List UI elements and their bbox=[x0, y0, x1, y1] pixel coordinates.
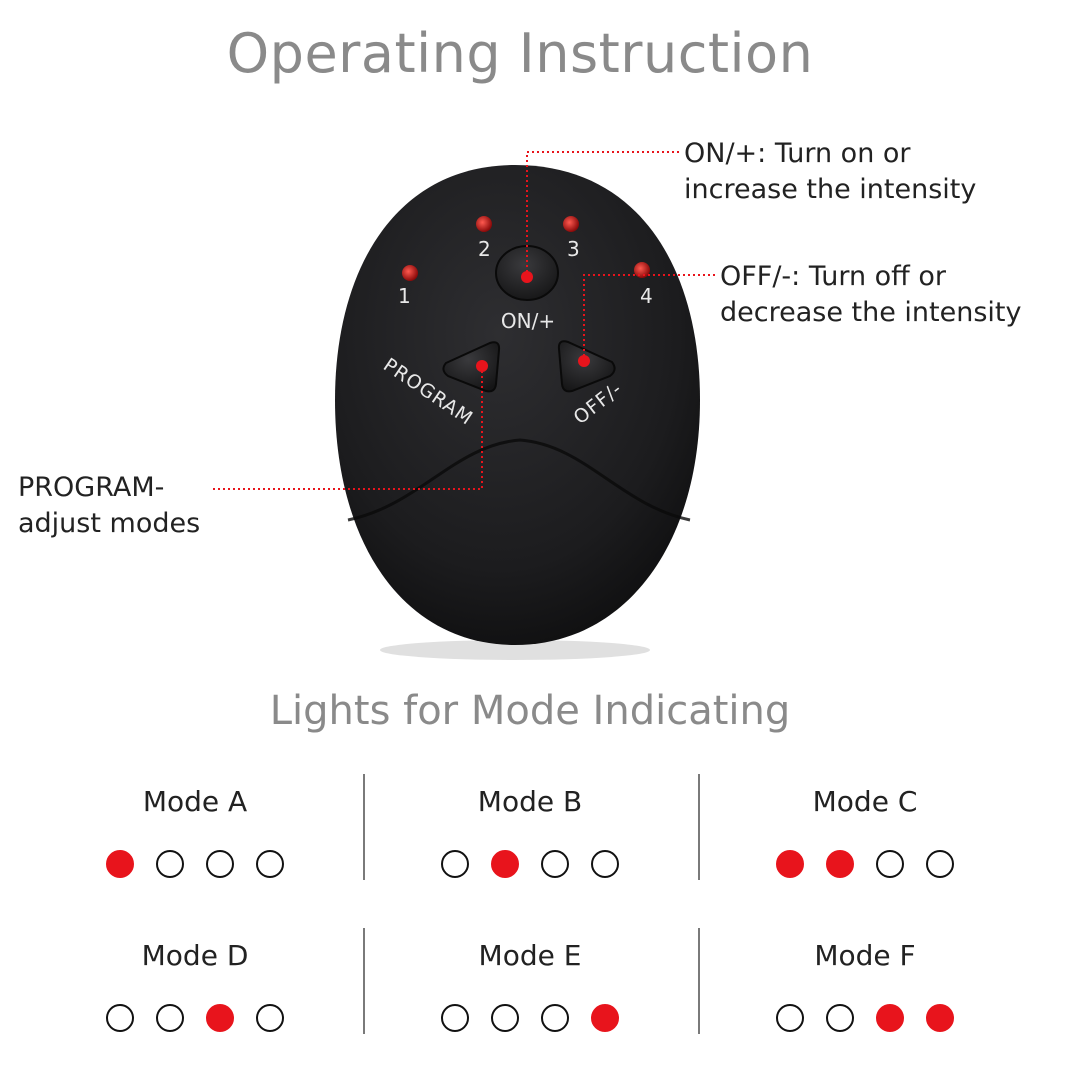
mode-lights bbox=[715, 1004, 1015, 1036]
light-off-indicator bbox=[491, 1004, 519, 1032]
light-off-indicator bbox=[541, 1004, 569, 1032]
off-callout-leader bbox=[583, 274, 718, 361]
led-4 bbox=[634, 262, 650, 278]
light-off-indicator bbox=[876, 850, 904, 878]
mode-lights bbox=[45, 1004, 345, 1036]
light-off-indicator bbox=[106, 1004, 134, 1032]
mode-label: Mode D bbox=[141, 939, 249, 972]
mode-grid: Mode A Mode B Mode C Mode D Mode E Mode … bbox=[30, 770, 1040, 1040]
mode-lights bbox=[45, 850, 345, 882]
mode-label: Mode A bbox=[142, 785, 248, 818]
led-number-2: 2 bbox=[478, 237, 491, 261]
light-off-indicator bbox=[591, 850, 619, 878]
off-callout-line-1: OFF/-: Turn off or bbox=[720, 261, 946, 292]
on-callout-leader bbox=[526, 151, 682, 277]
light-on-indicator bbox=[776, 850, 804, 878]
light-off-indicator bbox=[256, 850, 284, 878]
light-on-indicator bbox=[876, 1004, 904, 1032]
on-callout-line-1: ON/+: Turn on or bbox=[684, 138, 911, 169]
led-number-1: 1 bbox=[398, 284, 411, 308]
mode-d: Mode D bbox=[45, 936, 345, 1056]
light-on-indicator bbox=[106, 850, 134, 878]
on-callout: ON/+: Turn on or increase the intensity bbox=[684, 136, 976, 208]
mode-lights bbox=[380, 1004, 680, 1036]
program-button[interactable] bbox=[442, 341, 501, 393]
mode-label: Mode C bbox=[812, 785, 918, 818]
led-2 bbox=[476, 216, 492, 232]
light-off-indicator bbox=[156, 1004, 184, 1032]
led-1 bbox=[402, 265, 418, 281]
program-callout-leader bbox=[212, 366, 483, 490]
on-callout-line-2: increase the intensity bbox=[684, 174, 977, 205]
program-callout: PROGRAM- adjust modes bbox=[18, 470, 200, 542]
device-contour bbox=[347, 438, 691, 522]
mode-lights bbox=[715, 850, 1015, 882]
light-off-indicator bbox=[441, 850, 469, 878]
mode-e: Mode E bbox=[380, 936, 680, 1056]
page-title: Operating Instruction bbox=[226, 22, 814, 85]
mode-label: Mode E bbox=[478, 939, 582, 972]
light-on-indicator bbox=[926, 1004, 954, 1032]
program-callout-line-2: adjust modes bbox=[18, 508, 201, 539]
light-off-indicator bbox=[826, 1004, 854, 1032]
mode-label: Mode B bbox=[477, 785, 583, 818]
mode-b: Mode B bbox=[380, 782, 680, 902]
mode-f: Mode F bbox=[715, 936, 1015, 1056]
light-off-indicator bbox=[256, 1004, 284, 1032]
light-on-indicator bbox=[591, 1004, 619, 1032]
mode-c: Mode C bbox=[715, 782, 1015, 902]
column-divider bbox=[363, 928, 365, 1034]
mode-lights bbox=[380, 850, 680, 882]
off-callout: OFF/-: Turn off or decrease the intensit… bbox=[720, 259, 1021, 331]
led-number-4: 4 bbox=[640, 284, 653, 308]
light-on-indicator bbox=[491, 850, 519, 878]
column-divider bbox=[363, 774, 365, 880]
light-off-indicator bbox=[206, 850, 234, 878]
light-off-indicator bbox=[776, 1004, 804, 1032]
light-on-indicator bbox=[826, 850, 854, 878]
device-shadow bbox=[380, 640, 650, 660]
light-on-indicator bbox=[206, 1004, 234, 1032]
column-divider bbox=[698, 774, 700, 880]
light-off-indicator bbox=[926, 850, 954, 878]
column-divider bbox=[698, 928, 700, 1034]
remote-device-diagram: 1 2 3 4 ON/+ PROGRAM OFF/- bbox=[212, 151, 718, 660]
light-off-indicator bbox=[541, 850, 569, 878]
led-3 bbox=[563, 216, 579, 232]
mode-a: Mode A bbox=[45, 782, 345, 902]
light-off-indicator bbox=[441, 1004, 469, 1032]
on-button-label: ON/+ bbox=[501, 309, 555, 333]
off-callout-line-2: decrease the intensity bbox=[720, 297, 1022, 328]
program-callout-line-1: PROGRAM- bbox=[18, 472, 165, 503]
device-body bbox=[335, 165, 700, 645]
mode-lights-heading: Lights for Mode Indicating bbox=[269, 688, 791, 734]
light-off-indicator bbox=[156, 850, 184, 878]
led-number-3: 3 bbox=[567, 237, 580, 261]
mode-label: Mode F bbox=[814, 939, 916, 972]
